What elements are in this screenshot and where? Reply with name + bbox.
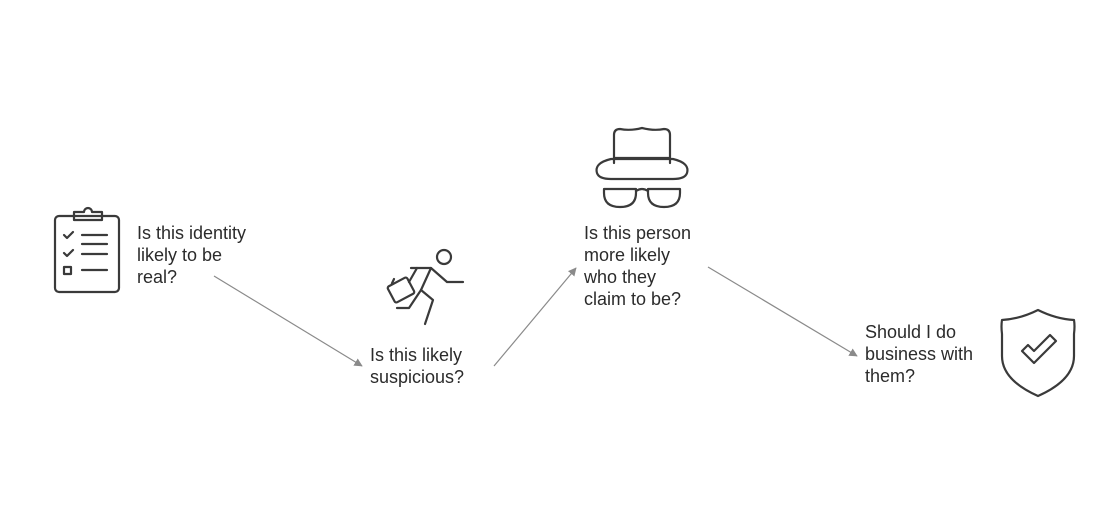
- step3-line-1: Is this person: [584, 223, 692, 243]
- arrow-step2-to-step3: [493, 267, 577, 367]
- shield-checkmark-icon: [1000, 308, 1076, 398]
- step1-line-1: Is this identity: [137, 223, 247, 243]
- step1-question: Is this identity likely to be real?: [137, 222, 246, 288]
- arrow-step3-to-step4: [707, 266, 858, 357]
- running-person-with-briefcase-icon: [386, 248, 465, 326]
- step2-question: Is this likely suspicious?: [370, 344, 464, 388]
- incognito-hat-glasses-icon: [595, 126, 689, 209]
- step3-line-2: more likely: [584, 245, 671, 265]
- step3-line-4: claim to be?: [584, 289, 682, 309]
- step4-question: Should I do business with them?: [865, 321, 973, 387]
- step3-question: Is this person more likely who they clai…: [584, 222, 691, 310]
- step4-line-3: them?: [865, 366, 916, 386]
- step4-line-2: business with: [865, 344, 974, 364]
- step2-line-1: Is this likely: [370, 345, 463, 365]
- step1-line-3: real?: [137, 267, 178, 287]
- arrow-step1-to-step2: [213, 275, 363, 367]
- step3-line-3: who they: [584, 267, 657, 287]
- step2-line-2: suspicious?: [370, 367, 465, 387]
- step1-line-2: likely to be: [137, 245, 223, 265]
- step4-line-1: Should I do: [865, 322, 957, 342]
- clipboard-checklist-icon: [53, 206, 121, 294]
